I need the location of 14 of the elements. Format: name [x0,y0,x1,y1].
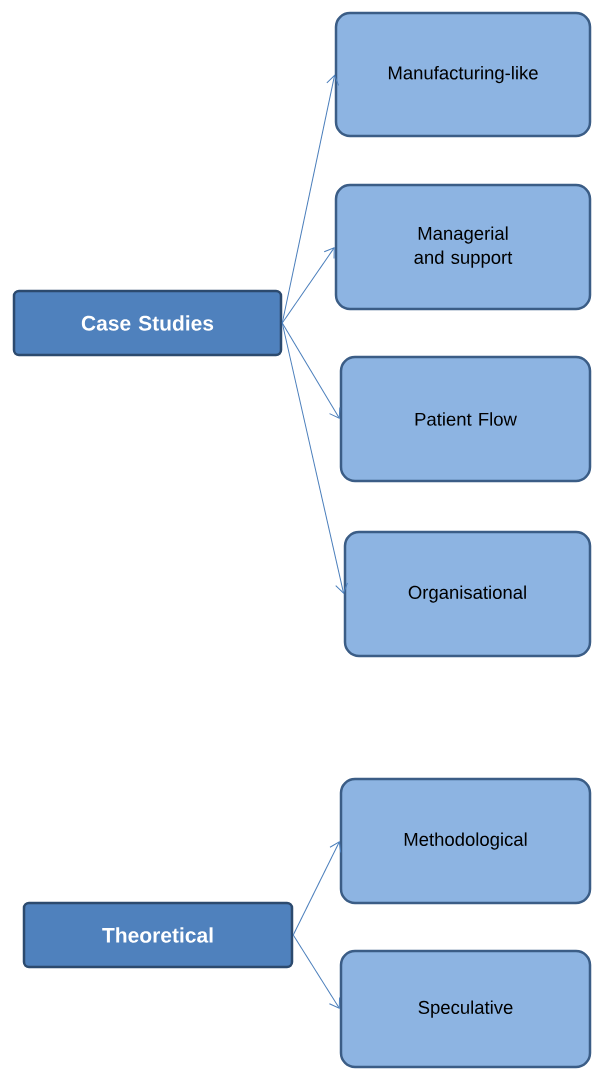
subcategory-box: Patient Flow [339,355,592,483]
category-box: Case Studies [12,289,283,357]
category-box: Theoretical [22,901,294,969]
arrow [292,934,341,1009]
subcategory-box: Managerial and support [334,183,592,311]
arrow [281,322,341,419]
subcategory-box: Methodological [339,777,592,905]
arrow [281,74,340,324]
arrow [281,247,335,324]
arrow [281,322,348,594]
subcategory-box: Organisational [343,530,592,658]
subcategory-box: Manufacturing-like [334,11,592,138]
subcategory-box: Speculative [339,949,592,1069]
arrow [292,841,342,936]
